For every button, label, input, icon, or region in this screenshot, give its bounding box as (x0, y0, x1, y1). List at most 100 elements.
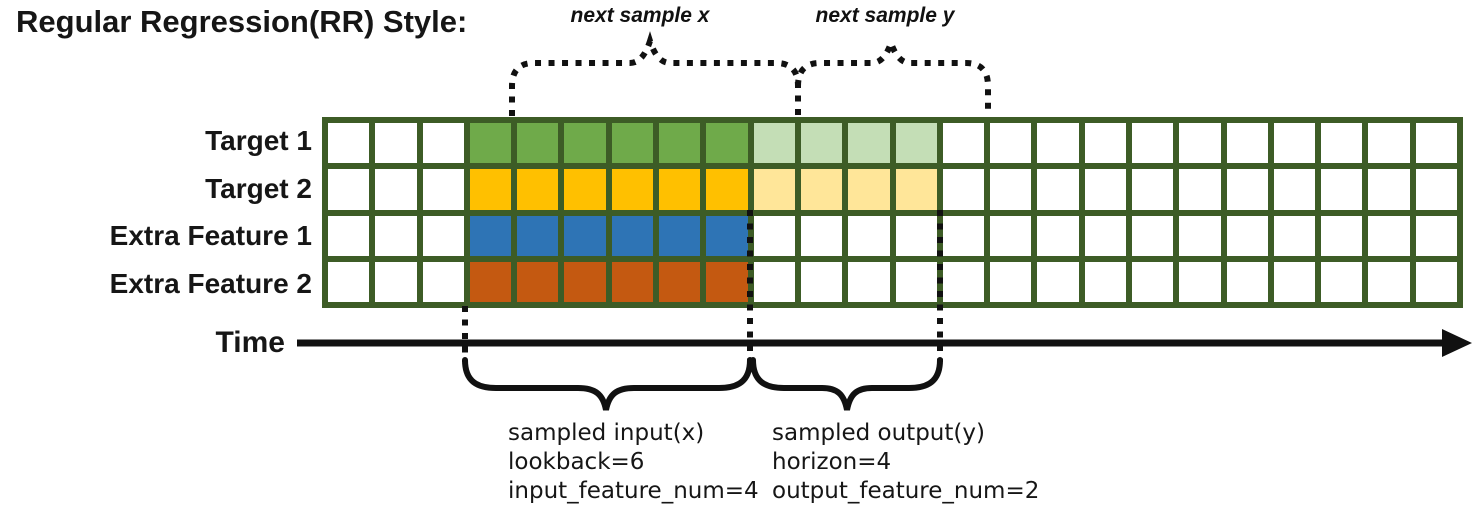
grid-cell (1273, 169, 1316, 210)
grid-cell (517, 215, 559, 256)
grid-cell (1368, 169, 1410, 210)
grid-cell (895, 123, 937, 164)
grid-cell (422, 215, 464, 256)
grid-cell (517, 169, 559, 210)
grid-cell (1179, 169, 1221, 210)
grid-cell (942, 123, 985, 164)
grid-cell (753, 215, 795, 256)
grid-cell (706, 261, 748, 302)
time-arrow-head (1442, 329, 1472, 357)
grid-cell (848, 169, 890, 210)
grid-cell (1226, 215, 1268, 256)
grid-cell (517, 261, 559, 302)
grid-cell (1226, 261, 1268, 302)
grid-cell (564, 169, 606, 210)
grid-cell (990, 215, 1032, 256)
grid-cell (800, 215, 843, 256)
grid-cell (1273, 123, 1316, 164)
grid-cell (1179, 261, 1221, 302)
grid-cell (1179, 215, 1221, 256)
grid-cell (1131, 169, 1174, 210)
grid-cell (1321, 215, 1363, 256)
time-axis-label: Time (215, 326, 285, 359)
grid-cell (1084, 123, 1126, 164)
grid-cell (1415, 215, 1457, 256)
grid-cell (328, 261, 370, 302)
row-label-extra-feature-1: Extra Feature 1 (109, 220, 312, 252)
grid-cell (800, 169, 843, 210)
grid-cell (706, 123, 748, 164)
grid-cell (1179, 123, 1221, 164)
grid-cell (564, 215, 606, 256)
grid-cell (611, 261, 654, 302)
grid-cell (800, 261, 843, 302)
grid-cell (564, 261, 606, 302)
grid-cell (422, 169, 464, 210)
sampled-input-title: sampled input(x) (508, 420, 705, 446)
sampled-input-brace (462, 357, 753, 411)
grid-cell (328, 123, 370, 164)
grid-cell (1226, 123, 1268, 164)
grid-cell (375, 261, 417, 302)
grid-cell (990, 261, 1032, 302)
grid-cell (611, 169, 654, 210)
output-feature-num-value: output_feature_num=2 (772, 478, 1040, 504)
grid-cell (659, 215, 701, 256)
grid-cell (706, 215, 748, 256)
grid-cell (753, 169, 795, 210)
grid-cell (1415, 169, 1457, 210)
grid-cell (659, 123, 701, 164)
grid-cell (1037, 215, 1079, 256)
grid-cell (1037, 169, 1079, 210)
grid-cell (990, 123, 1032, 164)
grid-cell (1415, 261, 1457, 302)
grid-cell (469, 215, 512, 256)
grid-cell (1084, 215, 1126, 256)
next-sample-y-label: next sample y (815, 4, 955, 27)
grid-cell (1037, 123, 1079, 164)
grid-cell (328, 169, 370, 210)
next-sample-y-brace (795, 33, 991, 116)
sampled-output-brace (750, 357, 943, 411)
grid-cell (895, 169, 937, 210)
grid-cell (1226, 169, 1268, 210)
grid-cell (990, 169, 1032, 210)
grid-cell (659, 169, 701, 210)
row-label-target-1: Target 1 (205, 124, 312, 156)
grid-cell (1131, 261, 1174, 302)
grid-cell (1084, 261, 1126, 302)
grid-cell (848, 261, 890, 302)
input-feature-num-value: input_feature_num=4 (508, 478, 759, 504)
sampled-output-annotation: sampled output(y) horizon=4 output_featu… (772, 419, 1039, 506)
row-label-column: Target 1 Target 2 Extra Feature 1 Extra … (0, 117, 312, 308)
grid-cell (469, 261, 512, 302)
next-sample-x-brace (509, 31, 801, 116)
row-label-extra-feature-2: Extra Feature 2 (109, 268, 312, 300)
grid-cell (517, 123, 559, 164)
grid-cell (1321, 169, 1363, 210)
grid-cell (375, 169, 417, 210)
grid-cell (942, 215, 985, 256)
grid-cell (848, 215, 890, 256)
grid-cell (1273, 261, 1316, 302)
grid-cell (1037, 261, 1079, 302)
grid-cell (753, 123, 795, 164)
grid-cell (942, 169, 985, 210)
grid-cell (1415, 123, 1457, 164)
row-label-target-2: Target 2 (205, 172, 312, 204)
horizon-value: horizon=4 (772, 449, 892, 475)
grid-cell (422, 123, 464, 164)
grid-cell (1368, 123, 1410, 164)
grid-cell (611, 123, 654, 164)
grid-cell (611, 215, 654, 256)
grid-cell (1321, 123, 1363, 164)
lookback-value: lookback=6 (508, 449, 645, 475)
grid-cell (469, 169, 512, 210)
grid-cell (942, 261, 985, 302)
grid-cell (895, 215, 937, 256)
grid-cell (422, 261, 464, 302)
grid-cell (848, 123, 890, 164)
grid-cell (375, 215, 417, 256)
grid-cell (895, 261, 937, 302)
